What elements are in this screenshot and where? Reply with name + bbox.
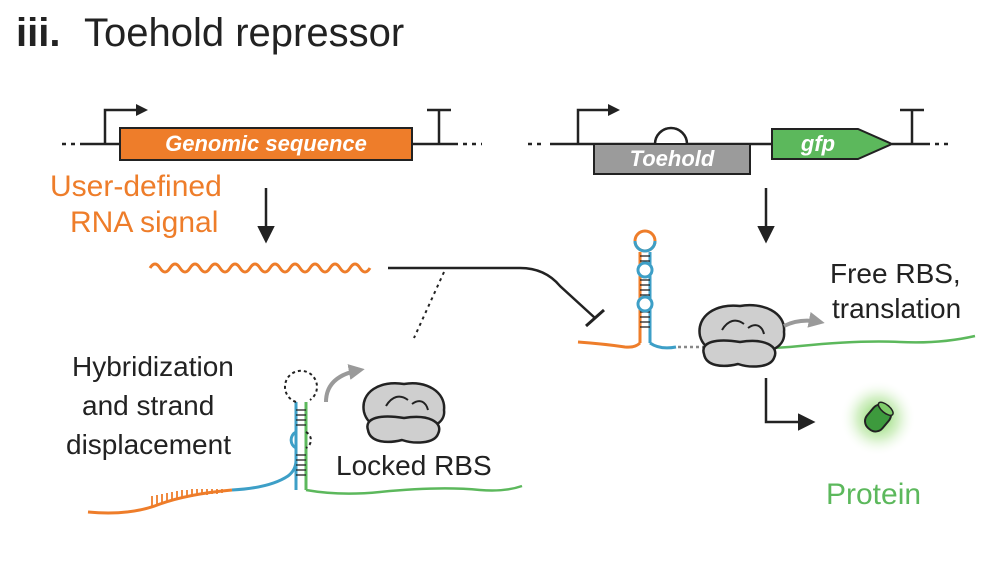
free-rbs-state bbox=[577, 229, 976, 350]
hybridization-label-line1: Hybridization bbox=[72, 351, 234, 382]
hybridization-label-line2: and strand bbox=[82, 390, 214, 421]
panel-title: Toehold repressor bbox=[84, 11, 404, 55]
free-rbs-label-line2: translation bbox=[832, 293, 961, 324]
translation-arrow bbox=[783, 311, 825, 328]
repression-bar bbox=[585, 308, 605, 328]
free-rbs-label-line1: Free RBS, bbox=[830, 258, 961, 289]
gfp-box bbox=[771, 128, 895, 160]
ribosome-icon bbox=[362, 381, 446, 444]
repression-line bbox=[388, 266, 596, 319]
terminator-icon bbox=[427, 108, 451, 144]
hybridization-label-line3: displacement bbox=[66, 429, 231, 460]
promoter-icon bbox=[576, 108, 610, 144]
left-construct: Genomic sequence bbox=[62, 104, 482, 161]
gfp-label: gfp bbox=[800, 131, 835, 156]
genomic-sequence-label: Genomic sequence bbox=[165, 131, 367, 156]
terminator-icon bbox=[900, 108, 924, 144]
genomic-sequence-box bbox=[119, 127, 413, 161]
protein-icon bbox=[840, 380, 916, 456]
right-construct: Toehold gfp bbox=[528, 104, 952, 175]
blocked-ribosome-arrow bbox=[324, 364, 365, 403]
locked-rbs-state bbox=[87, 369, 523, 515]
expression-arrow bbox=[764, 378, 816, 431]
promoter-icon bbox=[103, 108, 138, 144]
hybridization-dotted-line bbox=[413, 271, 445, 339]
toehold-box bbox=[593, 143, 751, 175]
toehold-label: Toehold bbox=[630, 146, 715, 171]
ribosome-icon bbox=[698, 303, 786, 368]
hairpin-bump-icon bbox=[653, 126, 689, 145]
rna-signal-wave bbox=[148, 262, 372, 274]
locked-rbs-label: Locked RBS bbox=[336, 450, 492, 481]
rna-signal-label-line1: User-defined bbox=[50, 170, 222, 203]
protein-label: Protein bbox=[826, 478, 921, 511]
rna-signal-label-line2: RNA signal bbox=[70, 206, 218, 239]
panel-number: iii. bbox=[16, 11, 60, 55]
